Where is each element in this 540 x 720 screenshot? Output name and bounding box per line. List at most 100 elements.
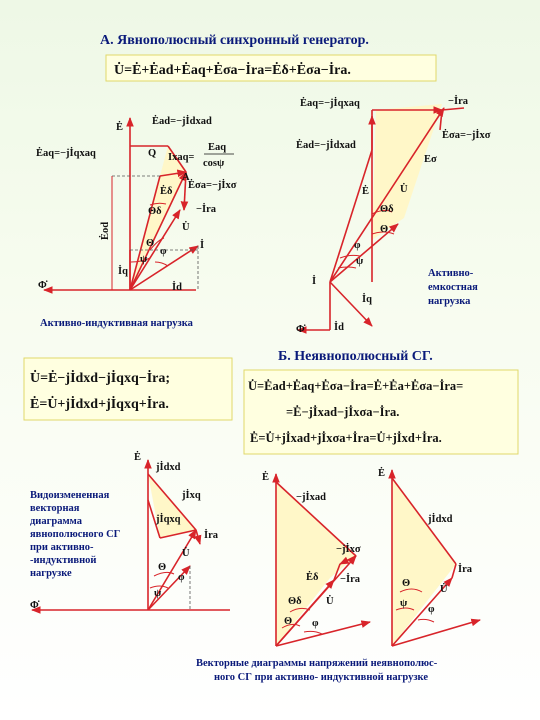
d1-ed-vector [129, 171, 187, 291]
d2-label-es: Eσ [424, 154, 437, 165]
d1-label-psi: ψ [140, 254, 148, 265]
d2-label-psi: ψ [356, 256, 364, 267]
d4-theta-arc [281, 623, 301, 629]
diagram-3: Ė jİdxd jİxq jİqxq İrа U̇ Θ φ ψ Φ̇ Видои… [30, 451, 230, 614]
d3-caption-1: Видоизмененная [30, 490, 110, 501]
d1-label-theta: Θ [146, 238, 154, 249]
d2-label-id: İd [334, 321, 344, 333]
d3-shaded-triangle [148, 474, 196, 538]
d1-label-u: U̇ [182, 220, 190, 233]
d3-label-ira: İrа [204, 529, 219, 541]
section-b-line2: =Ė−jİxad−jİxσa−İrа. [286, 405, 399, 419]
d3-jiqxq-line [147, 499, 161, 539]
d2-caption-3: нагрузка [428, 296, 471, 307]
d5-jidxd-line [391, 477, 457, 565]
d2-shaded-region [372, 104, 442, 240]
d5-psi-arc [395, 607, 415, 611]
d5-shaded-triangle [392, 478, 456, 646]
d3-jixq-line [147, 473, 197, 531]
section-b-line3: Ė=U̇+jİxad+jİxσa+İrа=U̇+jİxd+İrа. [250, 431, 442, 445]
d5-ira-vector [451, 563, 457, 579]
d3-caption-2: векторная [30, 503, 80, 514]
section-b-title: Б. Неявнополюсный СГ. [278, 349, 433, 364]
d2-label-iq: İq [362, 293, 372, 305]
d1-label-id: İd [172, 281, 182, 293]
d2-theta-d-arc [371, 209, 393, 215]
d1-caption: Активно-индуктивная нагрузка [40, 318, 194, 329]
d2-label-eaq: Ėaq=−jİqxaq [300, 97, 360, 109]
d4-label-ed: Ėδ [306, 571, 319, 583]
d1-label-ixaq: Ixaq= [168, 152, 194, 163]
d2-label-ira: −İrа [448, 95, 469, 107]
section-b-line1: U̇=Ėad+Ėaq+Ėσa−İrа=Ė+Ėа+Ėσa−İrа= [248, 379, 463, 393]
d1-label-e: Ė [116, 121, 123, 133]
d5-label-u: U̇ [440, 582, 448, 595]
d5-label-theta: Θ [402, 578, 410, 589]
d2-psi-arc [337, 266, 357, 269]
left-eq-line2: Ė=U̇+jİdxd+jİqxq+İrа. [30, 395, 169, 412]
d1-theta-arc [149, 237, 165, 251]
d4-label-ira: −İrа [340, 573, 361, 585]
d2-caption-2: емкостная [428, 282, 478, 293]
d1-label-q: Q [148, 148, 156, 159]
d2-label-ead: Ėad=−jİdxad [296, 139, 356, 151]
d4-label-jixs: −jİxσ [336, 543, 361, 555]
d2-phi-arc [339, 254, 361, 259]
d3-label-phi-axis: Φ̇ [30, 600, 40, 611]
d5-phi-arc [417, 618, 435, 623]
d3-psi-arc [149, 585, 169, 589]
diagram-5: Ė jİdxd İrа U̇ Θ ψ φ [378, 467, 481, 647]
d1-label-frac-num: Eaq [208, 142, 226, 153]
d5-label-ira: İrа [458, 563, 473, 575]
d3-label-phi: φ [178, 572, 185, 583]
d3-label-jidxd: jİdxd [155, 461, 181, 473]
d3-i-vector [147, 565, 191, 611]
d1-label-frac-den: cosψ [203, 158, 225, 169]
d1-label-ed: Ėδ [160, 185, 173, 197]
d3-label-jiqxq: jİqxq [155, 513, 181, 525]
d2-caption-1: Активно- [428, 268, 474, 279]
d5-theta-arc [399, 588, 423, 593]
section-a-equation-box [105, 54, 437, 82]
d3-u-vector [147, 529, 197, 611]
d3-label-jixq: jİxq [181, 489, 201, 501]
left-equation-box [23, 357, 233, 421]
d1-label-i: İ [200, 239, 204, 251]
d1-label-eod: Ėоd [99, 222, 111, 240]
d2-es-vector [329, 107, 445, 283]
d1-phi-arc [154, 261, 169, 267]
section-a-title: А. Явнополюсный синхронный генератор. [100, 33, 369, 48]
d1-label-esa: Ėσa=−jİxσ [188, 179, 237, 191]
d5-label-jidxd: jİdxd [427, 513, 453, 525]
d4-phi-arc [303, 630, 323, 635]
d1-i-vector [129, 245, 199, 291]
bottom-caption-line2: ного СГ при активно- индуктивной нагрузк… [214, 672, 428, 683]
diagram-4: Ė −jİxad −jİxσ Ėδ −İrа Θδ Θ U̇ φ [262, 471, 371, 647]
d2-u-vector [329, 223, 399, 283]
d3-theta-arc [153, 571, 175, 577]
d1-label-a: A [182, 172, 190, 183]
d4-i-vector [275, 620, 371, 647]
d3-label-e: Ė [134, 451, 141, 463]
d3-label-psi: ψ [154, 588, 162, 599]
d1-label-ira: −İrа [196, 203, 217, 215]
d3-label-theta: Θ [158, 562, 166, 573]
d2-label-esa: Ėσa=−jİxσ [442, 129, 491, 141]
d1-shaded-triangle [130, 146, 186, 290]
bottom-caption-line1: Векторные диаграммы напряжений неявнопол… [196, 658, 438, 669]
d2-label-theta: Θ [380, 224, 388, 235]
d2-ira-vector [441, 107, 465, 111]
d4-label-theta: Θ [284, 616, 292, 627]
d4-label-u: U̇ [326, 594, 334, 607]
section-a-equation: U̇=Ė+Ėad+Ėaq+Ėσa−İrа=Ėδ+Ėσa−İrа. [114, 61, 351, 78]
d2-label-theta-d: Θδ [380, 204, 394, 215]
d1-ira-vector [180, 171, 189, 211]
diagram-2: Ėaq=−jİqxaq −İrа Ėσa=−jİxσ Eσ Ėad=−jİdxa… [296, 95, 491, 335]
d3-label-u: U̇ [182, 546, 190, 559]
d1-label-iq: İq [118, 265, 128, 277]
section-b-equation-box [243, 369, 519, 455]
d2-theta-arc [371, 231, 395, 235]
d5-label-phi: φ [428, 604, 435, 615]
d2-label-phi: φ [354, 240, 361, 251]
